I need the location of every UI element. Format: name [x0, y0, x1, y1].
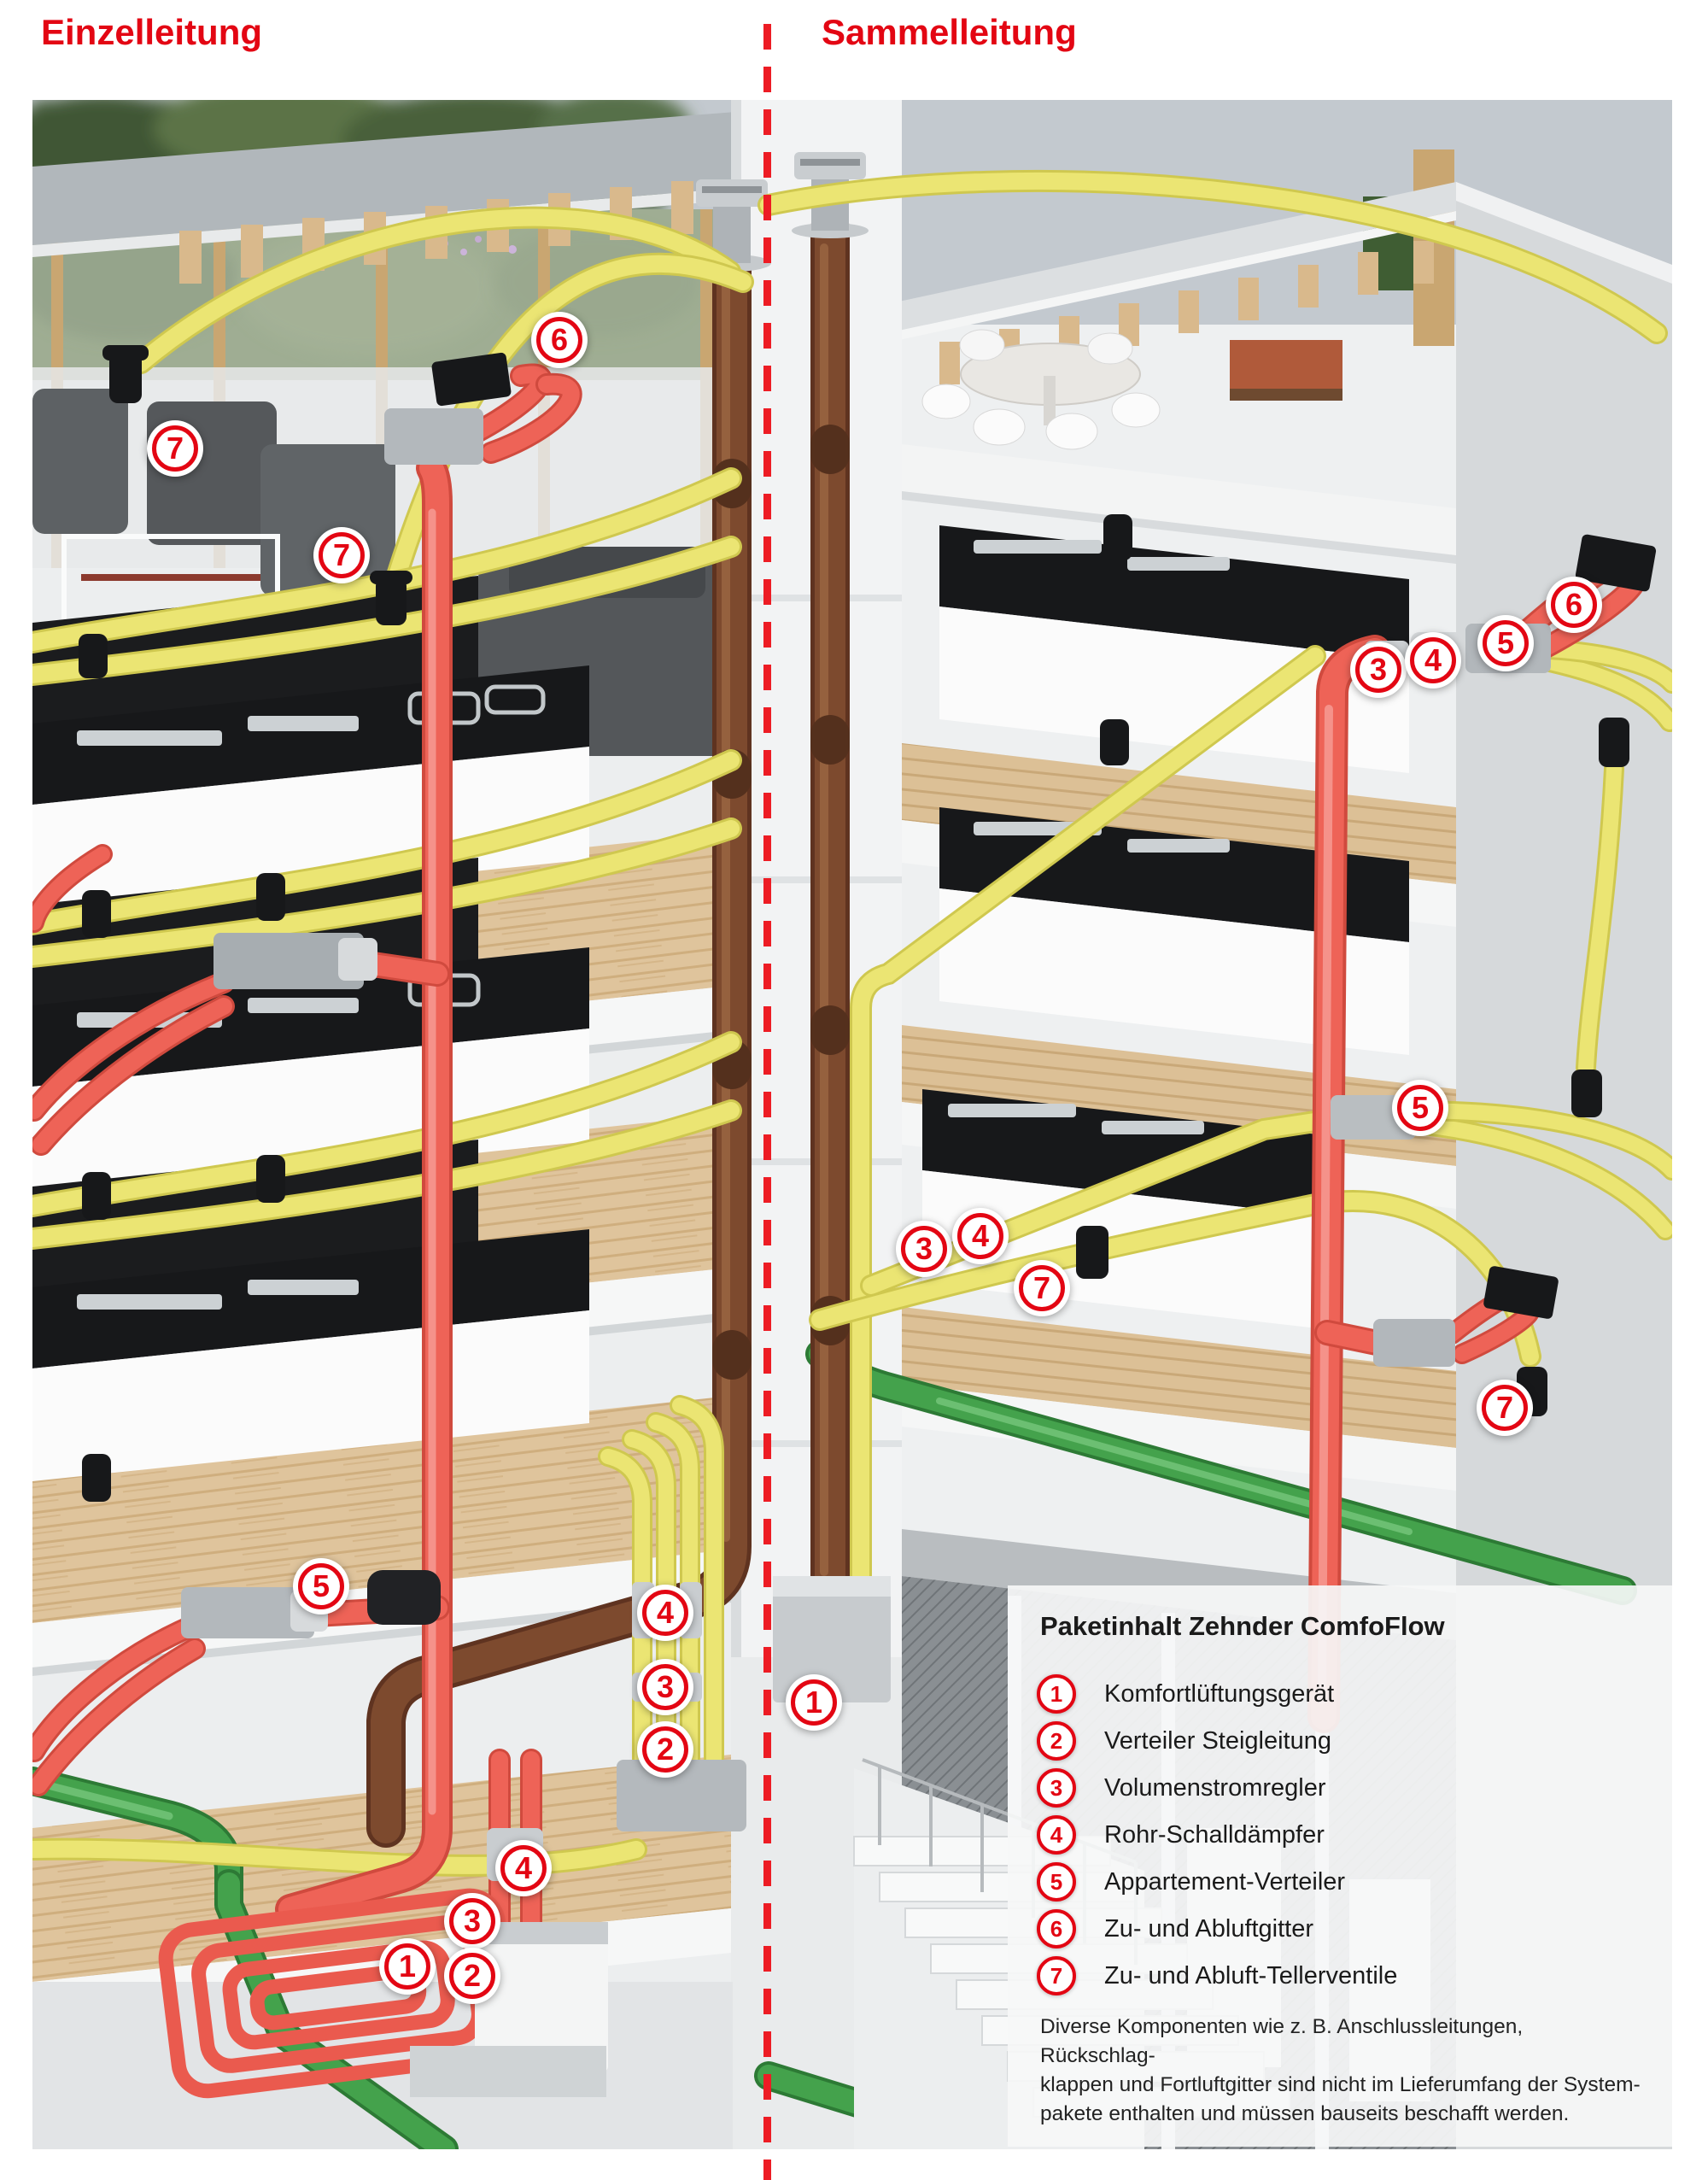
legend-footnote-line: Diverse Komponenten wie z. B. Anschlussl… — [1040, 2015, 1524, 2067]
legend-badge-number: 1 — [1050, 1681, 1063, 1707]
legend-item-3: 3 Volumenstromregler — [1037, 1768, 1397, 1808]
callout-number: 1 — [804, 1685, 823, 1720]
callout-number: 6 — [1565, 587, 1583, 622]
callout-badge-4: 4 — [1405, 632, 1461, 689]
callout-badge-2: 2 — [637, 1721, 693, 1778]
callout-badge-6: 6 — [531, 312, 588, 368]
plate-valves — [79, 345, 1629, 1502]
legend-badge-4: 4 — [1037, 1815, 1076, 1855]
legend-badge-number: 4 — [1050, 1822, 1063, 1848]
legend-item-label: Rohr-Schalldämpfer — [1104, 1820, 1325, 1849]
callout-number: 2 — [463, 1958, 482, 1993]
bed — [1230, 340, 1342, 396]
section-title-sammelleitung: Sammelleitung — [822, 12, 1077, 52]
legend-badge-number: 5 — [1050, 1869, 1063, 1895]
callout-number: 7 — [1032, 1270, 1051, 1305]
callout-badge-3: 3 — [896, 1221, 952, 1277]
legend-item-7: 7 Zu- und Abluft-Tellerventile — [1037, 1956, 1397, 1995]
callout-badge-4: 4 — [495, 1840, 552, 1896]
callout-badge-6: 6 — [1546, 577, 1602, 633]
legend-item-6: 6 Zu- und Abluftgitter — [1037, 1909, 1397, 1949]
callout-number: 5 — [1496, 625, 1515, 660]
legend-footnote: Diverse Komponenten wie z. B. Anschlussl… — [1040, 2013, 1643, 2129]
section-divider-dashed-line — [763, 24, 771, 2180]
callout-number: 7 — [1495, 1390, 1514, 1425]
callout-badge-4: 4 — [952, 1208, 1009, 1264]
callout-number: 5 — [312, 1568, 330, 1603]
callout-number: 3 — [656, 1669, 675, 1704]
legend-panel: Paketinhalt Zehnder ComfoFlow 1 Komfortlü… — [1008, 1585, 1672, 2147]
legend-badge-5: 5 — [1037, 1862, 1076, 1902]
legend-badge-number: 2 — [1050, 1728, 1063, 1754]
callout-number: 7 — [166, 431, 184, 466]
callout-badge-2: 2 — [444, 1948, 500, 2004]
legend-item-1: 1 Komfortlüftungsgerät — [1037, 1674, 1397, 1714]
legend-item-label: Zu- und Abluft-Tellerventile — [1104, 1961, 1398, 1990]
legend-badge-3: 3 — [1037, 1768, 1076, 1808]
legend-item-label: Verteiler Steigleitung — [1104, 1726, 1331, 1755]
callout-number: 4 — [514, 1850, 533, 1885]
callout-number: 2 — [656, 1732, 675, 1767]
dining-table-and-chairs — [921, 329, 1161, 450]
legend-title: Paketinhalt Zehnder ComfoFlow — [1040, 1611, 1445, 1641]
callout-number: 3 — [915, 1231, 933, 1266]
callout-number: 3 — [1369, 652, 1388, 687]
legend-item-label: Volumenstromregler — [1104, 1773, 1326, 1802]
callout-badge-3: 3 — [444, 1893, 500, 1949]
callout-badge-5: 5 — [1392, 1080, 1448, 1136]
right-roof — [871, 182, 1456, 337]
callout-badge-1: 1 — [379, 1938, 436, 1995]
legend-items: 1 Komfortlüftungsgerät 2 Verteiler Steiglei… — [1037, 1674, 1397, 1995]
legend-item-2: 2 Verteiler Steigleitung — [1037, 1721, 1397, 1761]
distributor-boxes — [181, 352, 1657, 2097]
legend-badge-number: 6 — [1050, 1916, 1063, 1942]
legend-badge-2: 2 — [1037, 1721, 1076, 1761]
legend-badge-7: 7 — [1037, 1956, 1076, 1995]
legend-badge-number: 3 — [1050, 1775, 1063, 1801]
callout-number: 4 — [971, 1218, 990, 1253]
callout-badge-5: 5 — [293, 1558, 349, 1614]
callout-number: 3 — [463, 1903, 482, 1938]
legend-item-4: 4 Rohr-Schalldämpfer — [1037, 1815, 1397, 1855]
callout-number: 6 — [550, 322, 569, 357]
legend-badge-1: 1 — [1037, 1674, 1076, 1714]
legend-footnote-line: pakete enthalten und müssen bauseits bes… — [1040, 2102, 1570, 2125]
callout-badge-5: 5 — [1477, 615, 1534, 671]
callout-number: 7 — [332, 537, 351, 572]
callout-badge-4: 4 — [637, 1585, 693, 1641]
callout-number: 4 — [1424, 642, 1442, 677]
callout-badge-7: 7 — [313, 527, 370, 583]
legend-badge-6: 6 — [1037, 1909, 1076, 1949]
callout-number: 4 — [656, 1595, 675, 1630]
legend-item-5: 5 Appartement-Verteiler — [1037, 1862, 1397, 1902]
legend-footnote-line: klappen und Fortluftgitter sind nicht im… — [1040, 2073, 1641, 2096]
callout-badge-7: 7 — [1477, 1380, 1533, 1436]
section-title-einzelleitung: Einzelleitung — [41, 12, 263, 52]
legend-badge-number: 7 — [1050, 1963, 1063, 1989]
callout-badge-1: 1 — [786, 1674, 842, 1731]
callout-badge-7: 7 — [147, 420, 203, 477]
legend-item-label: Komfortlüftungsgerät — [1104, 1679, 1335, 1708]
left-roof — [32, 109, 769, 245]
callout-badge-3: 3 — [637, 1659, 693, 1715]
yellow-ducts — [32, 169, 1672, 1877]
callout-number: 1 — [398, 1949, 417, 1984]
legend-item-label: Appartement-Verteiler — [1104, 1867, 1346, 1896]
callout-number: 5 — [1411, 1090, 1430, 1125]
legend-item-label: Zu- und Abluftgitter — [1104, 1914, 1314, 1943]
callout-badge-3: 3 — [1350, 642, 1407, 698]
callout-badge-7: 7 — [1014, 1260, 1070, 1316]
